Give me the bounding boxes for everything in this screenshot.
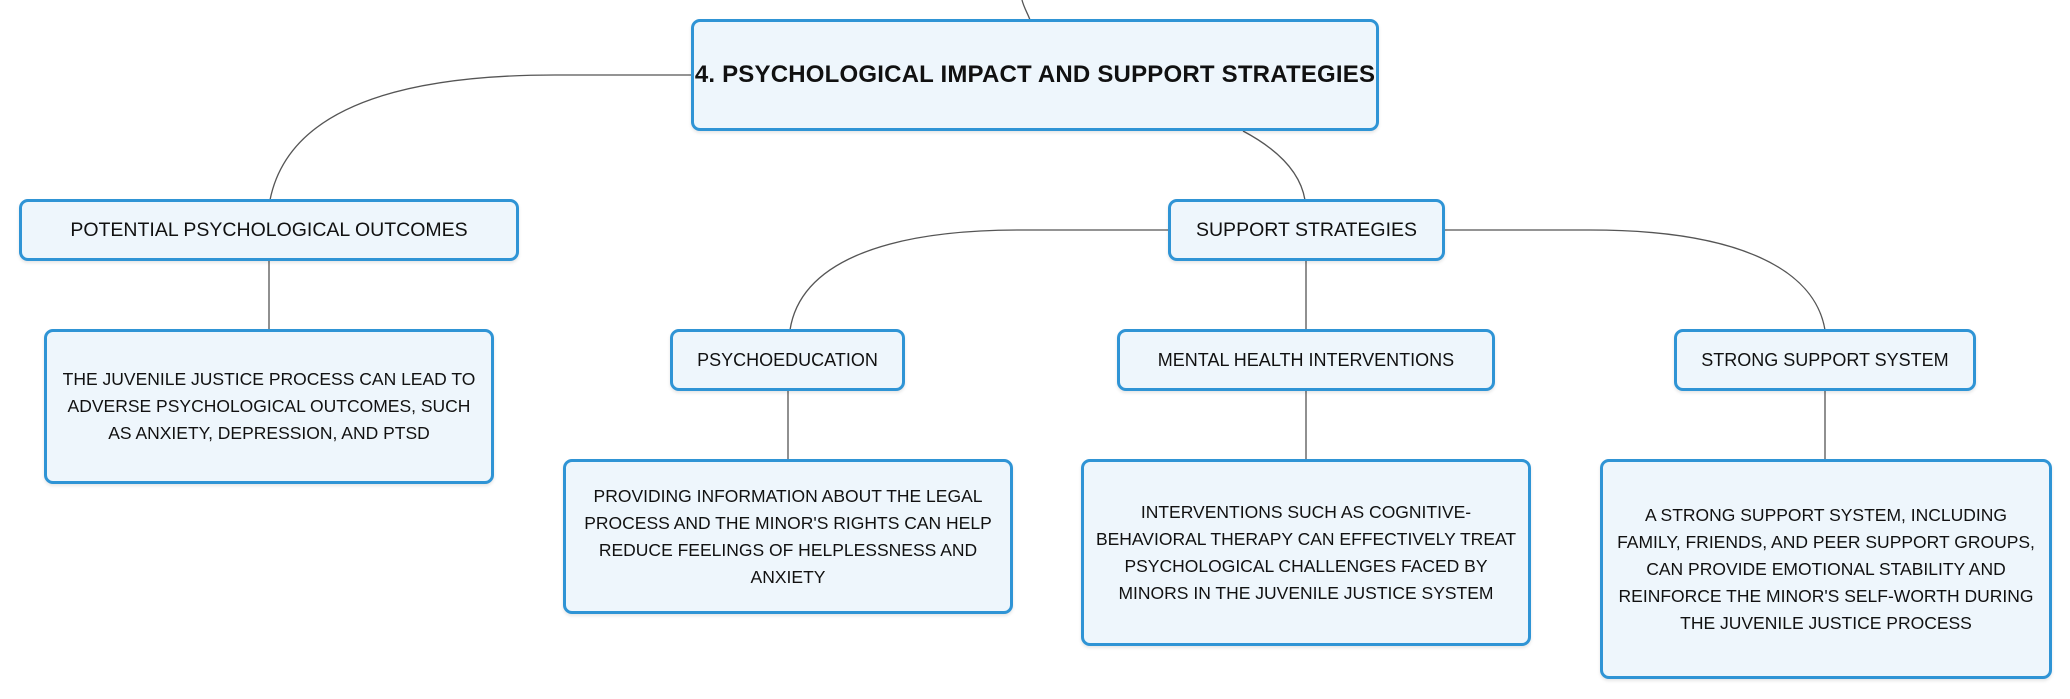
strong-support-system-label: STRONG SUPPORT SYSTEM <box>1701 349 1949 370</box>
strong-support-system-detail-text: A STRONG SUPPORT SYSTEM, INCLUDING FAMIL… <box>1617 504 2035 633</box>
outcomes-detail-node[interactable]: THE JUVENILE JUSTICE PROCESS CAN LEAD TO… <box>44 329 494 484</box>
root-topic-label: 4. PSYCHOLOGICAL IMPACT AND SUPPORT STRA… <box>694 61 1376 88</box>
outcomes-topic-label: POTENTIAL PSYCHOLOGICAL OUTCOMES <box>70 218 468 241</box>
connector-root-to-outcomes <box>269 74 692 201</box>
connector-to-parent <box>1021 0 1031 21</box>
connector-root-to-strategies <box>1242 130 1306 201</box>
mental-health-interventions-detail-text: INTERVENTIONS SUCH AS COGNITIVE-BEHAVIOR… <box>1095 501 1517 603</box>
mental-health-interventions-label: MENTAL HEALTH INTERVENTIONS <box>1157 349 1455 370</box>
outcomes-detail-text: THE JUVENILE JUSTICE PROCESS CAN LEAD TO… <box>62 369 476 443</box>
connector-strategies-to-psychoeducation <box>789 229 1168 331</box>
psychoeducation-label: PSYCHOEDUCATION <box>697 349 878 370</box>
psychoeducation-node[interactable]: PSYCHOEDUCATION <box>670 329 905 391</box>
strong-support-system-detail-node[interactable]: A STRONG SUPPORT SYSTEM, INCLUDING FAMIL… <box>1600 459 2052 679</box>
root-topic-node[interactable]: 4. PSYCHOLOGICAL IMPACT AND SUPPORT STRA… <box>691 19 1379 131</box>
strategies-topic-label: SUPPORT STRATEGIES <box>1195 218 1418 241</box>
mental-health-interventions-detail-node[interactable]: INTERVENTIONS SUCH AS COGNITIVE-BEHAVIOR… <box>1081 459 1531 646</box>
strong-support-system-node[interactable]: STRONG SUPPORT SYSTEM <box>1674 329 1976 391</box>
psychoeducation-detail-text: PROVIDING INFORMATION ABOUT THE LEGAL PR… <box>584 485 992 587</box>
psychoeducation-detail-node[interactable]: PROVIDING INFORMATION ABOUT THE LEGAL PR… <box>563 459 1013 614</box>
connector-strategies-to-support-system <box>1445 229 1826 331</box>
mental-health-interventions-node[interactable]: MENTAL HEALTH INTERVENTIONS <box>1117 329 1495 391</box>
strategies-topic-node[interactable]: SUPPORT STRATEGIES <box>1168 199 1445 261</box>
outcomes-topic-node[interactable]: POTENTIAL PSYCHOLOGICAL OUTCOMES <box>19 199 519 261</box>
